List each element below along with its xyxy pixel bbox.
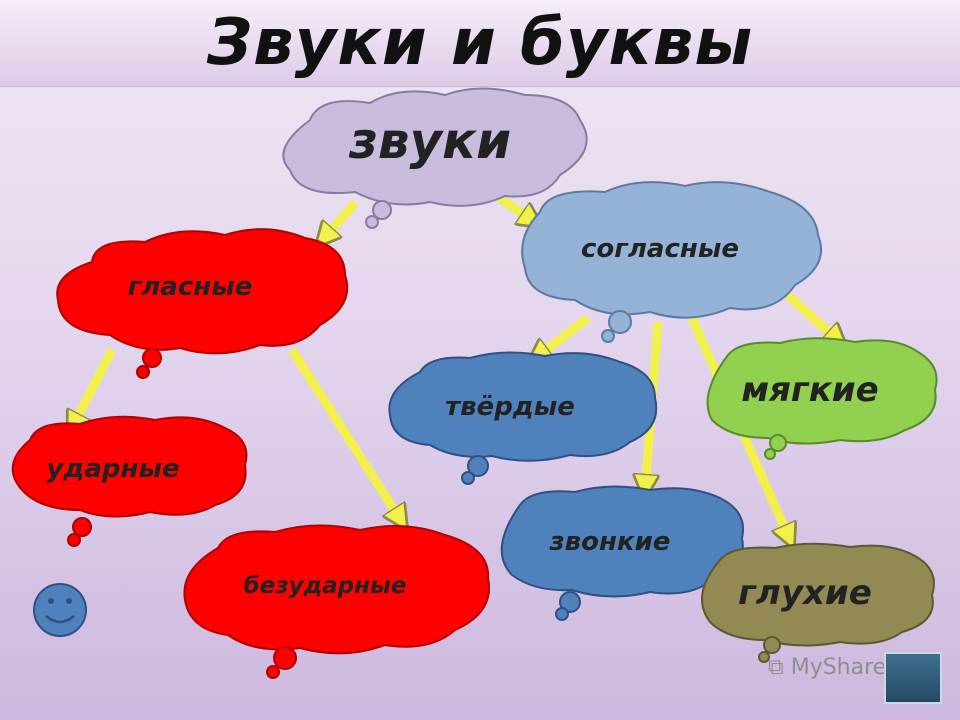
- node-sounds: звуки: [348, 112, 512, 170]
- cloud-voiced: [500, 485, 744, 621]
- watermark-icon: ⧉: [768, 655, 784, 680]
- node-hard: твёрдые: [445, 392, 575, 422]
- node-voiceless: глухие: [738, 573, 872, 613]
- title-bar: [0, 0, 960, 87]
- arrow-sounds-vowels: [322, 200, 359, 240]
- cloud-stressed: [11, 415, 248, 547]
- cloud-unstressed: [183, 524, 490, 679]
- arrow-vowels-unstressed: [288, 347, 402, 522]
- cloud-consonants: [521, 181, 823, 343]
- smiley-icon: [33, 583, 87, 637]
- arrow-consonants-soft: [778, 286, 840, 342]
- arrow-sounds-consonants: [492, 191, 535, 222]
- nav-home-button[interactable]: [884, 652, 942, 704]
- arrow-consonants-hard: [535, 314, 591, 358]
- watermark-text: MyShared: [790, 655, 901, 680]
- cloud-voiceless: [701, 542, 935, 663]
- node-stressed: ударные: [46, 454, 180, 484]
- node-vowels: гласные: [127, 272, 253, 302]
- cloud-vowels: [56, 228, 349, 379]
- node-soft: мягкие: [741, 370, 879, 410]
- arrow-vowels-stressed: [72, 347, 117, 428]
- node-consonants: согласные: [581, 234, 739, 264]
- watermark-logo: ⧉ MyShared: [768, 655, 900, 680]
- node-voiced: звонкие: [549, 527, 671, 557]
- node-unstressed: безударные: [243, 573, 407, 599]
- cloud-soft: [706, 337, 938, 460]
- slide-title: Звуки и буквы: [206, 6, 754, 80]
- cloud-sounds: [282, 87, 588, 229]
- cloud-hard: [388, 351, 658, 485]
